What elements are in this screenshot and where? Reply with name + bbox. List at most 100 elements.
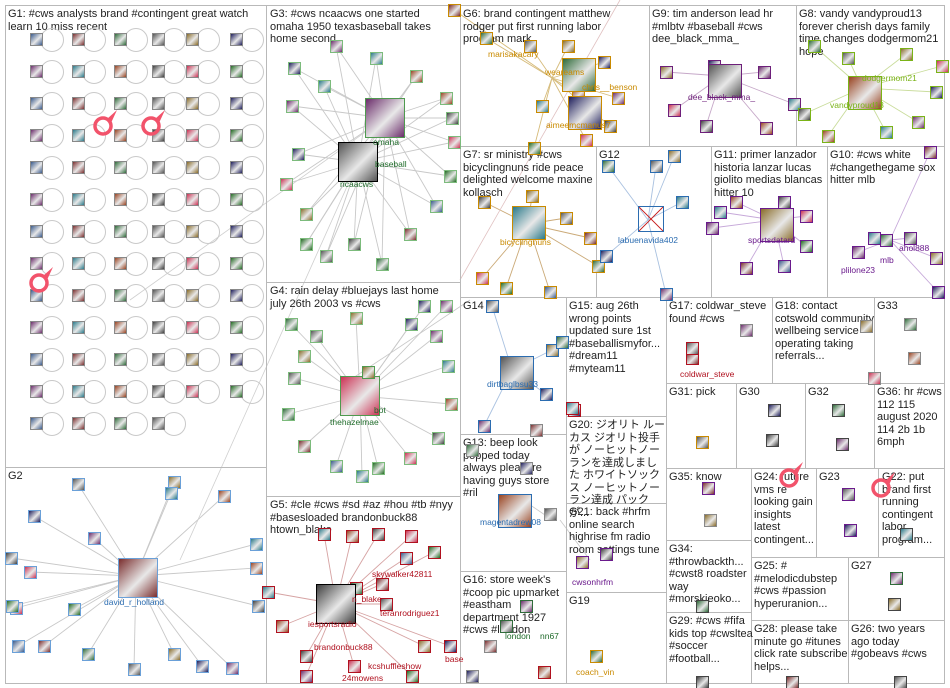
graph-node[interactable] [418,300,431,313]
graph-node[interactable] [562,58,596,92]
graph-node[interactable] [292,148,305,161]
graph-node[interactable] [152,193,165,206]
graph-node[interactable] [852,246,865,259]
graph-node[interactable] [72,33,85,46]
graph-node[interactable] [114,257,127,270]
graph-node[interactable] [924,146,937,159]
graph-node[interactable] [556,336,569,349]
graph-node[interactable] [186,97,199,110]
graph-node[interactable] [262,586,275,599]
graph-node[interactable] [318,528,331,541]
graph-node[interactable] [362,366,375,379]
graph-node[interactable] [230,97,243,110]
graph-node[interactable] [380,598,393,611]
graph-node[interactable] [186,65,199,78]
graph-node[interactable] [24,566,37,579]
graph-node[interactable] [612,92,625,105]
graph-node[interactable] [230,289,243,302]
graph-node[interactable] [186,353,199,366]
graph-node[interactable] [114,417,127,430]
graph-node[interactable] [350,312,363,325]
graph-node[interactable] [808,40,821,53]
graph-node[interactable] [930,86,943,99]
graph-node[interactable] [196,660,209,673]
graph-node[interactable] [230,321,243,334]
graph-node[interactable] [444,640,457,653]
graph-node[interactable] [6,600,19,613]
graph-node[interactable] [118,558,158,598]
graph-node[interactable] [400,552,413,565]
graph-node[interactable] [478,420,491,433]
graph-node[interactable] [842,488,855,501]
graph-node[interactable] [512,206,546,240]
graph-node[interactable] [584,232,597,245]
graph-node[interactable] [38,640,51,653]
graph-node[interactable] [152,161,165,174]
graph-node[interactable] [30,417,43,430]
graph-node[interactable] [604,120,617,133]
graph-node[interactable] [72,225,85,238]
graph-node[interactable] [568,96,602,130]
graph-node[interactable] [440,300,453,313]
graph-node[interactable] [526,190,539,203]
graph-node[interactable] [904,318,917,331]
graph-node[interactable] [365,98,405,138]
graph-node[interactable] [566,402,579,415]
graph-node[interactable] [430,200,443,213]
graph-node[interactable] [300,650,313,663]
graph-node[interactable] [186,385,199,398]
graph-node[interactable] [638,206,664,232]
graph-node[interactable] [444,170,457,183]
graph-node[interactable] [478,196,491,209]
graph-node[interactable] [72,257,85,270]
graph-node[interactable] [760,122,773,135]
graph-node[interactable] [538,666,551,679]
graph-node[interactable] [890,572,903,585]
graph-node[interactable] [318,80,331,93]
graph-node[interactable] [72,478,85,491]
graph-node[interactable] [28,510,41,523]
graph-node[interactable] [476,272,489,285]
graph-node[interactable] [668,104,681,117]
graph-node[interactable] [844,524,857,537]
graph-node[interactable] [580,134,593,147]
graph-node[interactable] [30,385,43,398]
graph-node[interactable] [546,344,559,357]
graph-node[interactable] [30,257,43,270]
graph-node[interactable] [832,404,845,417]
graph-node[interactable] [798,108,811,121]
graph-node[interactable] [316,584,356,624]
graph-node[interactable] [912,116,925,129]
graph-node[interactable] [72,65,85,78]
graph-node[interactable] [598,56,611,69]
graph-node[interactable] [448,4,461,17]
graph-node[interactable] [252,600,265,613]
graph-node[interactable] [660,66,673,79]
graph-node[interactable] [700,120,713,133]
graph-node[interactable] [250,538,263,551]
graph-node[interactable] [152,385,165,398]
graph-node[interactable] [888,598,901,611]
graph-node[interactable] [282,408,295,421]
graph-node[interactable] [860,320,873,333]
graph-node[interactable] [848,76,882,110]
graph-node[interactable] [418,640,431,653]
graph-node[interactable] [298,440,311,453]
graph-node[interactable] [908,352,921,365]
graph-node[interactable] [500,620,513,633]
graph-node[interactable] [484,640,497,653]
graph-node[interactable] [445,398,458,411]
graph-node[interactable] [72,353,85,366]
graph-node[interactable] [708,64,742,98]
graph-node[interactable] [68,603,81,616]
graph-node[interactable] [536,100,549,113]
graph-node[interactable] [524,40,537,53]
graph-node[interactable] [310,330,323,343]
graph-node[interactable] [114,353,127,366]
graph-node[interactable] [330,40,343,53]
graph-node[interactable] [500,282,513,295]
graph-node[interactable] [226,662,239,675]
graph-node[interactable] [152,33,165,46]
graph-node[interactable] [72,97,85,110]
graph-node[interactable] [590,650,603,663]
